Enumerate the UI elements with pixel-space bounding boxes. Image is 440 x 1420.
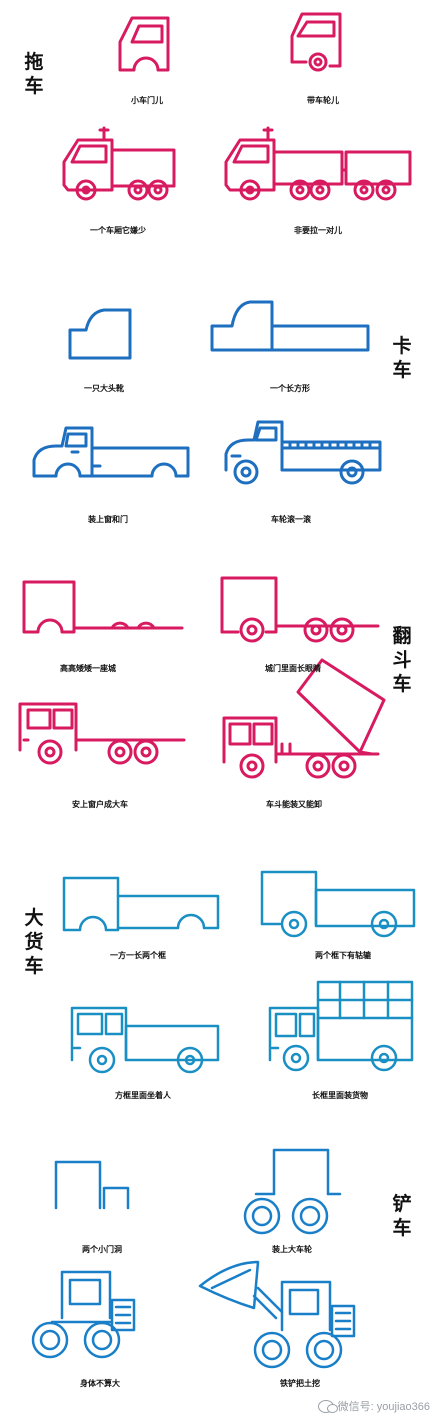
truck-step-1-drawing <box>68 308 132 360</box>
cargo-step-3-drawing <box>70 1006 220 1074</box>
dump-step-4-drawing <box>222 658 386 779</box>
wechat-icon <box>317 1399 338 1413</box>
caption-cargo-3: 方框里面坐着人 <box>115 1091 171 1100</box>
caption-dump-2: 城门里面长眼睛 <box>265 664 321 673</box>
tow-step-1-drawing <box>118 16 170 72</box>
loader-step-2-drawing <box>243 1148 342 1235</box>
caption-truck-4: 车轮滚一滚 <box>271 515 311 524</box>
truck-step-2-drawing <box>210 300 370 352</box>
caption-truck-2: 一个长方形 <box>270 384 310 393</box>
caption-tow-3: 一个车厢它嫌少 <box>90 226 146 235</box>
watermark: 微信号: youjiao366 <box>317 1398 430 1414</box>
caption-truck-3: 装上窗和门 <box>88 515 128 524</box>
caption-loader-4: 铁铲把土挖 <box>280 1379 320 1388</box>
dump-step-2-drawing <box>220 576 380 643</box>
caption-dump-3: 安上窗户成大车 <box>72 800 128 809</box>
caption-loader-3: 身体不算大 <box>80 1379 120 1388</box>
caption-dump-4: 车斗能装又能卸 <box>266 800 322 809</box>
dump-step-1-drawing <box>22 580 184 634</box>
loader-step-3-drawing <box>31 1270 136 1359</box>
caption-cargo-4: 长框里面装货物 <box>312 1091 368 1100</box>
cargo-step-4-drawing <box>268 980 414 1072</box>
caption-tow-1: 小车门儿 <box>131 96 163 105</box>
tow-step-3-drawing <box>62 126 176 201</box>
caption-cargo-1: 一方一长两个框 <box>110 951 166 960</box>
section-label-truck: 卡 车 <box>392 335 412 381</box>
truck-step-3-drawing <box>32 426 190 478</box>
section-label-cargo-truck: 大 货 车 <box>24 907 44 977</box>
section-label-dump-truck: 翻 斗 车 <box>392 625 412 695</box>
dump-step-3-drawing <box>18 702 186 765</box>
cargo-step-2-drawing <box>260 870 416 938</box>
caption-tow-2: 带车轮儿 <box>307 96 339 105</box>
loader-step-4-drawing <box>198 1260 356 1369</box>
caption-tow-4: 非要拉一对儿 <box>294 226 342 235</box>
caption-loader-1: 两个小门洞 <box>82 1245 122 1254</box>
tow-step-2-drawing <box>290 12 342 72</box>
section-label-tow-truck: 拖 车 <box>24 51 44 97</box>
caption-truck-1: 一只大头靴 <box>84 384 124 393</box>
cargo-step-1-drawing <box>62 876 220 932</box>
tow-step-4-drawing <box>224 126 412 201</box>
caption-cargo-2: 两个框下有轱辘 <box>315 951 371 960</box>
truck-step-4-drawing <box>224 420 382 485</box>
caption-dump-1: 高高矮矮一座城 <box>60 664 116 673</box>
section-label-loader: 铲 车 <box>392 1193 412 1239</box>
watermark-label: 微信号: youjiao366 <box>337 1401 430 1413</box>
loader-step-1-drawing <box>54 1160 130 1210</box>
caption-loader-2: 装上大车轮 <box>272 1245 312 1254</box>
